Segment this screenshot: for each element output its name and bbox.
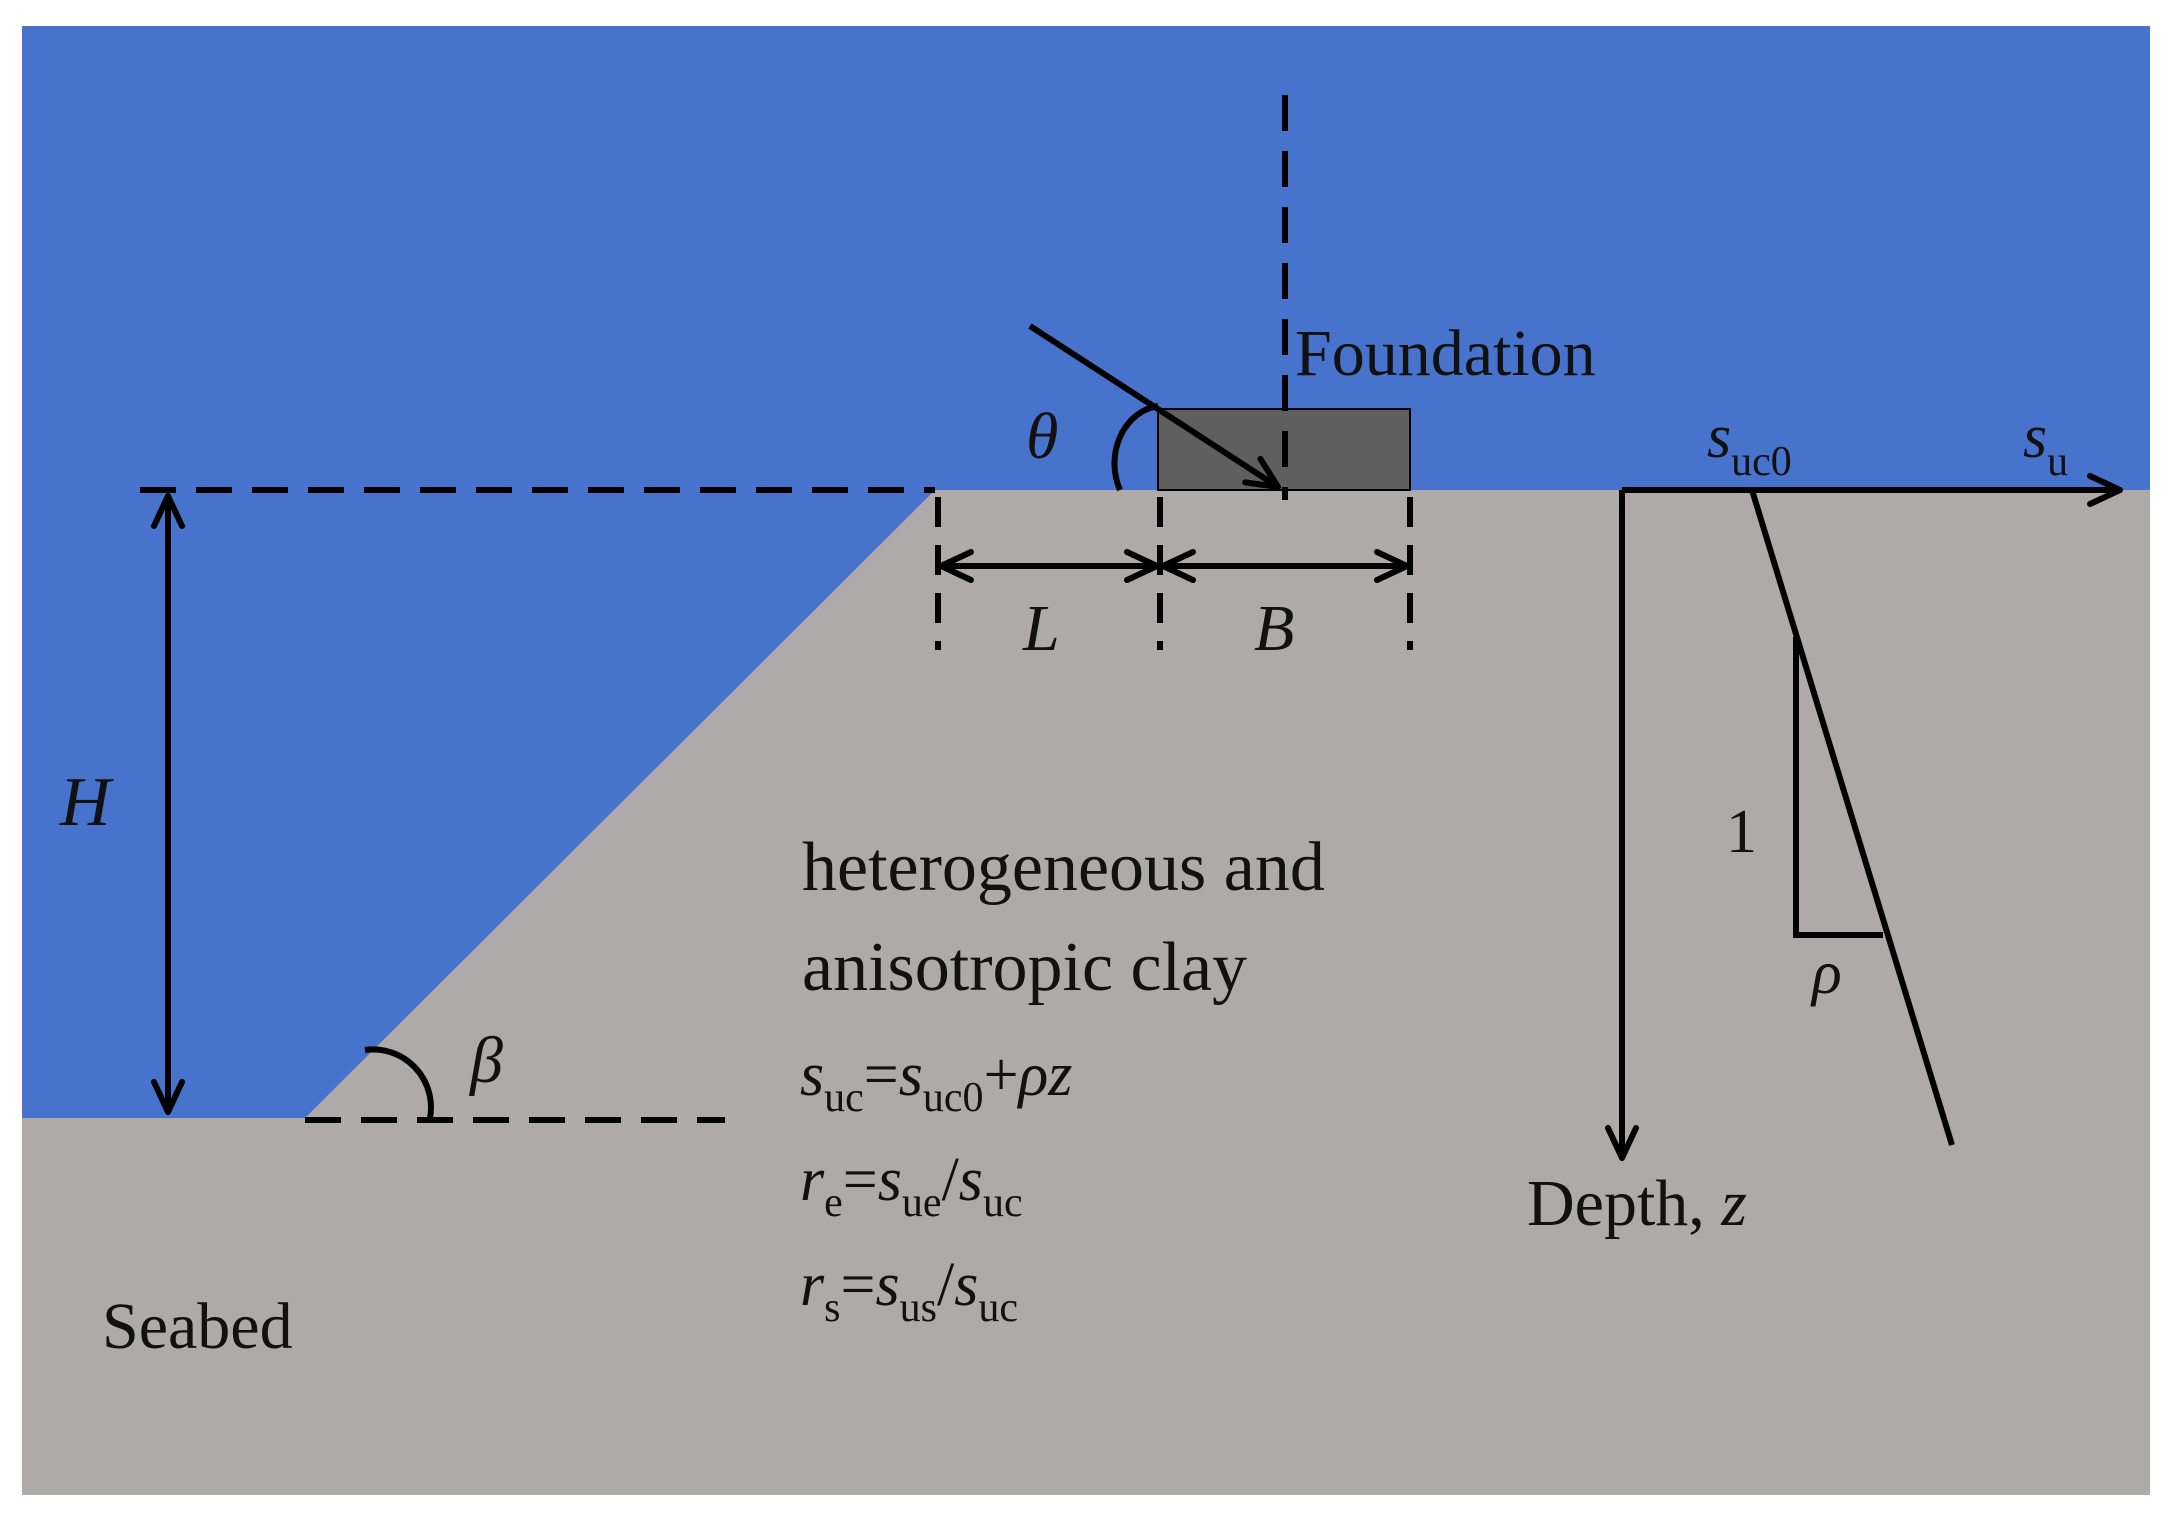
strength-equation: suc=suc0+ρz bbox=[800, 1041, 1072, 1121]
equation-part: s bbox=[800, 1041, 824, 1109]
seabed-label: Seabed bbox=[102, 1290, 293, 1363]
strength-profile-line bbox=[1749, 489, 1955, 1146]
horizontal-anisotropy-equation: re=sue/suc bbox=[800, 1146, 1023, 1226]
gradient-triangle bbox=[1793, 637, 1883, 938]
equation-part: = bbox=[843, 1146, 878, 1214]
equation-part: = bbox=[841, 1251, 876, 1319]
soil-description-line2: anisotropic clay bbox=[802, 929, 1247, 1006]
shear-anisotropy-equation: rs=sus/suc bbox=[800, 1251, 1018, 1331]
equation-part: s bbox=[959, 1146, 983, 1214]
equation-part: s bbox=[875, 1251, 899, 1319]
equation-part: ρz bbox=[1017, 1041, 1073, 1109]
equation-part: uc bbox=[978, 1285, 1018, 1331]
B-label: B bbox=[1254, 592, 1294, 665]
beta-arc bbox=[364, 1046, 434, 1119]
equation-part: us bbox=[900, 1285, 937, 1331]
su-axis-label: su bbox=[2023, 403, 2068, 485]
H-label: H bbox=[59, 764, 114, 841]
soil-description-line1: heterogeneous and bbox=[802, 829, 1325, 906]
equation-part: s bbox=[878, 1146, 902, 1214]
depth-axis-label: Depth, z bbox=[1527, 1167, 1747, 1240]
equation-part: r bbox=[800, 1146, 825, 1214]
equation-part: uc bbox=[983, 1180, 1023, 1226]
equation-part: / bbox=[937, 1251, 955, 1319]
beta-label: β bbox=[468, 1024, 503, 1097]
seabed-soil bbox=[22, 490, 2150, 1495]
equation-part: r bbox=[800, 1251, 825, 1319]
equation-part: uc0 bbox=[923, 1075, 984, 1121]
suc0-label: suc0 bbox=[1707, 403, 1792, 485]
foundation-label: Foundation bbox=[1295, 317, 1596, 390]
theta-label: θ bbox=[1026, 400, 1058, 473]
equation-part: e bbox=[824, 1180, 843, 1226]
equation-part: ue bbox=[902, 1180, 942, 1226]
equation-part: s bbox=[899, 1041, 923, 1109]
equation-part: + bbox=[984, 1041, 1019, 1109]
gradient-rho-label: ρ bbox=[1810, 939, 1842, 1007]
equation-part: s bbox=[954, 1251, 978, 1319]
equation-part: s bbox=[824, 1285, 840, 1331]
L-label: L bbox=[1022, 592, 1060, 665]
equation-part: / bbox=[942, 1146, 960, 1214]
equation-part: = bbox=[864, 1041, 899, 1109]
theta-arc bbox=[1111, 403, 1159, 492]
gradient-one-label: 1 bbox=[1726, 798, 1757, 866]
equation-part: uc bbox=[824, 1075, 864, 1121]
